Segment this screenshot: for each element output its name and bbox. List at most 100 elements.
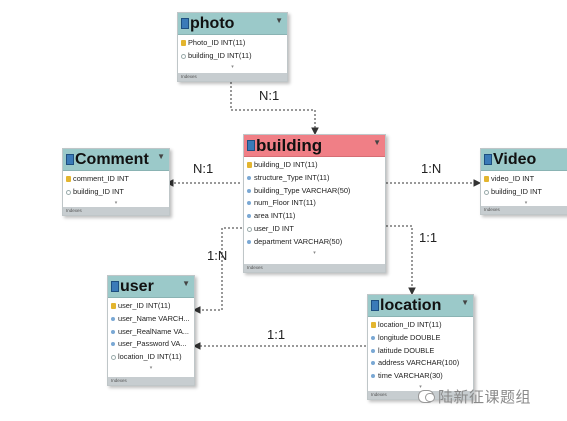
column-row[interactable]: address VARCHAR(100): [368, 357, 473, 370]
column-row[interactable]: building_ID INT: [481, 186, 567, 199]
table-icon: [181, 18, 189, 29]
more-indicator[interactable]: ▾: [524, 199, 528, 206]
column-row[interactable]: structure_Type INT(11): [244, 172, 385, 185]
table-building[interactable]: building ▼ building_ID INT(11) structure_…: [243, 134, 386, 273]
indexes-footer[interactable]: Indexes: [108, 377, 194, 385]
table-icon: [66, 154, 74, 165]
column-icon: [371, 374, 375, 379]
column-text: location_ID INT(11): [118, 352, 182, 362]
table-header[interactable]: photo ▼: [178, 13, 287, 35]
column-text: area INT(11): [254, 211, 296, 221]
relation-label-photo-building: N:1: [259, 88, 280, 103]
table-icon: [484, 154, 492, 165]
wechat-icon: [418, 390, 435, 403]
column-row[interactable]: longitude DOUBLE: [368, 332, 473, 345]
watermark-text: 陆新征课题组: [438, 389, 532, 406]
column-text: longitude DOUBLE: [378, 332, 441, 342]
primary-key-icon: [66, 176, 71, 182]
column-row[interactable]: user_Password VA...: [108, 338, 194, 351]
column-list: comment_ID INT building_ID INT ▾: [63, 171, 169, 207]
column-row[interactable]: user_Name VARCH...: [108, 313, 194, 326]
table-title: user: [120, 278, 154, 295]
column-row[interactable]: building_ID INT(11): [178, 50, 287, 63]
column-text: address VARCHAR(100): [378, 358, 460, 368]
more-indicator[interactable]: ▾: [313, 249, 316, 256]
column-row[interactable]: comment_ID INT: [63, 173, 169, 186]
arrow-head-user-bottom: [192, 342, 201, 350]
table-header[interactable]: Video: [481, 149, 567, 171]
arrow-head-video: [473, 179, 482, 187]
more-indicator[interactable]: ▾: [419, 383, 422, 390]
indexes-footer[interactable]: Indexes: [244, 264, 385, 272]
connector-building-location: [386, 225, 413, 292]
column-text: user_Password VA...: [118, 339, 187, 349]
column-text: department VARCHAR(50): [254, 236, 343, 246]
column-icon: [111, 316, 115, 321]
column-row[interactable]: location_ID INT(11): [108, 351, 194, 364]
arrow-head-user-right: [192, 306, 201, 314]
table-user[interactable]: user ▼ user_ID INT(11)user_Name VARCH...…: [107, 275, 195, 386]
indexes-footer[interactable]: Indexes: [63, 207, 169, 215]
column-list: Photo_ID INT(11)building_ID INT(11)▾: [178, 35, 287, 71]
column-row[interactable]: user_ID INT: [244, 223, 385, 236]
column-row[interactable]: location_ID INT(11): [368, 319, 473, 332]
column-text: comment_ID INT: [73, 174, 129, 183]
column-row[interactable]: user_RealName VA...: [108, 326, 194, 339]
column-icon: [371, 361, 375, 366]
column-row[interactable]: num_Floor INT(11): [244, 197, 385, 210]
column-row[interactable]: building_Type VARCHAR(50): [244, 185, 385, 198]
column-row[interactable]: time VARCHAR(30): [368, 370, 473, 383]
column-text: building_ID INT: [491, 186, 542, 196]
primary-key-icon: [484, 176, 489, 182]
column-row[interactable]: latitude DOUBLE: [368, 345, 473, 358]
primary-key-icon: [371, 322, 376, 328]
chevron-down-icon[interactable]: ▼: [157, 152, 165, 161]
column-text: time VARCHAR(30): [378, 371, 443, 381]
chevron-down-icon[interactable]: ▼: [461, 298, 469, 307]
table-title: Video: [493, 151, 537, 168]
foreign-key-icon: [181, 53, 186, 59]
column-row[interactable]: user_ID INT(11): [108, 300, 194, 313]
table-title: building: [256, 136, 323, 155]
column-text: user_Name VARCH...: [118, 313, 190, 323]
table-icon: [371, 300, 379, 311]
more-indicator[interactable]: ▾: [149, 364, 153, 371]
more-indicator[interactable]: ▾: [231, 63, 234, 70]
table-location[interactable]: location ▼ location_ID INT(11)longitude …: [367, 294, 474, 400]
column-text: latitude DOUBLE: [378, 345, 435, 355]
column-row[interactable]: building_ID INT(11): [244, 159, 385, 172]
indexes-footer[interactable]: Indexes: [481, 206, 567, 214]
primary-key-icon: [111, 303, 116, 309]
column-text: building_Type VARCHAR(50): [254, 185, 351, 195]
arrow-head-building-top: [311, 127, 319, 136]
table-header[interactable]: Comment ▼: [63, 149, 169, 171]
column-text: building_ID INT: [73, 186, 124, 196]
table-title: Comment: [75, 151, 149, 168]
column-row[interactable]: building_ID INT: [63, 186, 169, 199]
table-header[interactable]: building ▼: [244, 135, 385, 157]
column-row[interactable]: Photo_ID INT(11): [178, 37, 287, 50]
table-photo[interactable]: photo ▼ Photo_ID INT(11)building_ID INT(…: [177, 12, 288, 82]
table-header[interactable]: location ▼: [368, 295, 473, 317]
column-list: building_ID INT(11) structure_Type INT(11…: [244, 157, 385, 257]
indexes-footer[interactable]: Indexes: [178, 73, 287, 81]
connector-building-user: [196, 227, 242, 311]
column-row[interactable]: area INT(11): [244, 210, 385, 223]
column-row[interactable]: video_ID INT: [481, 173, 567, 186]
relation-label-user-location: 1:1: [267, 327, 286, 342]
table-header[interactable]: user ▼: [108, 276, 194, 298]
foreign-key-icon: [247, 226, 252, 232]
chevron-down-icon[interactable]: ▼: [182, 279, 190, 288]
more-indicator[interactable]: ▾: [114, 199, 118, 206]
table-comment[interactable]: Comment ▼ comment_ID INT building_ID INT ▾…: [62, 148, 170, 216]
column-text: building_ID INT(11): [254, 160, 318, 169]
column-row[interactable]: department VARCHAR(50): [244, 236, 385, 249]
table-icon: [111, 281, 119, 292]
chevron-down-icon[interactable]: ▼: [275, 16, 283, 25]
column-text: user_ID INT: [254, 223, 294, 233]
arrow-head-location-top: [408, 287, 416, 296]
chevron-down-icon[interactable]: ▼: [373, 138, 381, 147]
primary-key-icon: [181, 40, 186, 46]
